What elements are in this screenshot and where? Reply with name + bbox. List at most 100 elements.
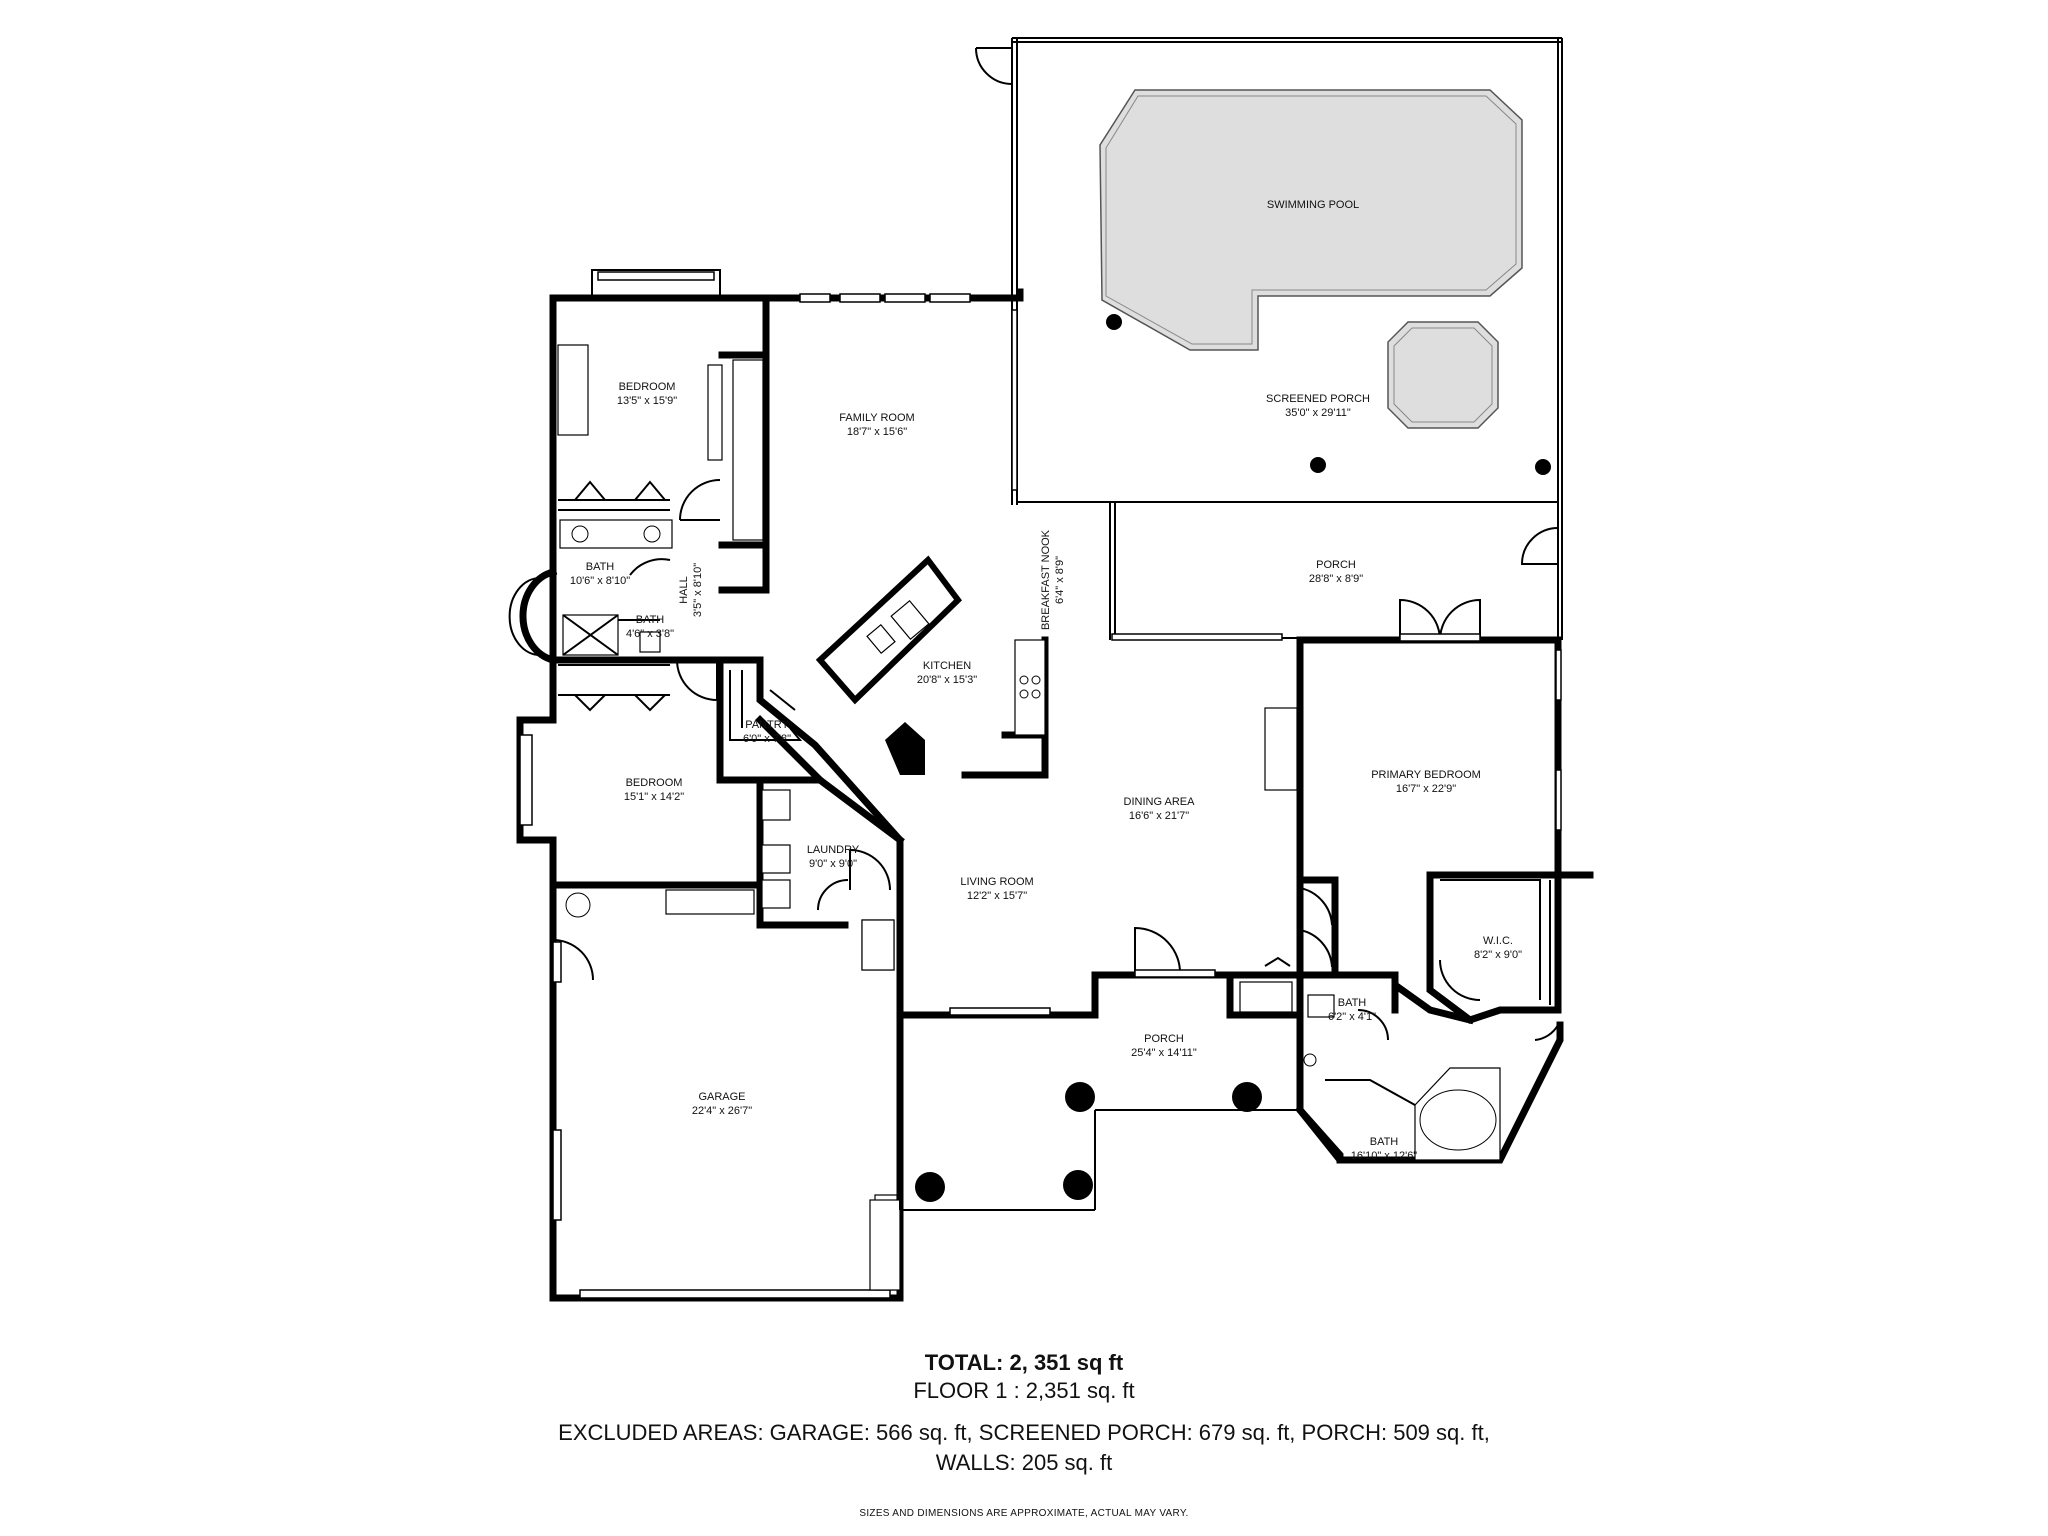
spa-inner — [1393, 327, 1493, 423]
svg-text:LAUNDRY: LAUNDRY — [807, 844, 860, 856]
kitchen-corner-counter — [885, 722, 925, 775]
bedroom-shelf — [707, 364, 723, 461]
label-kitchen: KITCHEN 20'8" x 15'3" — [917, 660, 977, 686]
laundry-sink — [761, 789, 791, 821]
svg-text:8'2" x 9'0": 8'2" x 9'0" — [1474, 949, 1522, 961]
svg-text:FAMILY ROOM: FAMILY ROOM — [839, 412, 914, 424]
water-heater-icon — [565, 892, 591, 918]
sink-icon — [571, 525, 589, 543]
range-icon — [1019, 675, 1041, 699]
label-bedroom-1: BEDROOM 13'5" x 15'9" — [617, 381, 677, 407]
label-garage: GARAGE 22'4" x 26'7" — [692, 1091, 752, 1117]
island-cooktop-icon — [890, 599, 930, 641]
svg-text:20'8" x 15'3": 20'8" x 15'3" — [917, 674, 977, 686]
excluded-areas-line-2: WALLS: 205 sq. ft — [935, 1450, 1113, 1475]
dining-hutch — [1264, 707, 1298, 791]
label-bedroom-2: BEDROOM 15'1" x 14'2" — [624, 777, 684, 803]
svg-text:35'0" x 29'11": 35'0" x 29'11" — [1285, 407, 1351, 419]
svg-text:W.I.C.: W.I.C. — [1483, 935, 1513, 947]
hall-closet — [1239, 981, 1293, 1013]
primary-bath-sink — [1303, 1053, 1317, 1067]
label-bath-3: BATH 6'2" x 4'1" — [1328, 997, 1376, 1023]
svg-text:DINING AREA: DINING AREA — [1124, 796, 1196, 808]
label-bath-2: BATH 4'6" x 3'8" — [626, 614, 674, 640]
svg-text:25'4" x 14'11": 25'4" x 14'11" — [1131, 1047, 1197, 1059]
svg-text:16'10" x 12'6": 16'10" x 12'6" — [1351, 1150, 1418, 1162]
label-pantry: PANTRY 6'0" x 7'8" — [743, 719, 791, 745]
svg-text:PORCH: PORCH — [1316, 559, 1356, 571]
dryer — [761, 879, 791, 909]
svg-text:12'2" x 15'7": 12'2" x 15'7" — [967, 890, 1027, 902]
bathtub — [1414, 1067, 1501, 1161]
swimming-pool-shape — [1099, 89, 1523, 351]
spa-shape — [1387, 321, 1499, 429]
svg-text:16'6" x 21'7": 16'6" x 21'7" — [1129, 810, 1189, 822]
svg-text:18'7" x 15'6": 18'7" x 15'6" — [847, 426, 907, 438]
label-hall: HALL 3'5" x 8'10" — [678, 563, 704, 617]
label-wic: W.I.C. 8'2" x 9'0" — [1474, 935, 1522, 961]
sink-icon-2 — [643, 525, 661, 543]
svg-text:PANTRY: PANTRY — [745, 719, 789, 731]
label-laundry: LAUNDRY 9'0" x 9'0" — [807, 844, 860, 870]
porch-post-2 — [1232, 1082, 1262, 1112]
floor-area: FLOOR 1 : 2,351 sq. ft — [913, 1378, 1135, 1403]
svg-text:9'0" x 9'0": 9'0" x 9'0" — [809, 858, 857, 870]
label-swimming-pool: SWIMMING POOL — [1267, 199, 1359, 211]
porch-post-1 — [1065, 1082, 1095, 1112]
svg-text:6'4" x 8'9": 6'4" x 8'9" — [1054, 556, 1066, 604]
excluded-areas-line-1: EXCLUDED AREAS: GARAGE: 566 sq. ft, SCRE… — [558, 1420, 1490, 1445]
svg-text:SWIMMING POOL: SWIMMING POOL — [1267, 199, 1359, 211]
bedroom-dresser — [557, 344, 589, 436]
svg-text:28'8" x 8'9": 28'8" x 8'9" — [1309, 573, 1363, 585]
swimming-pool-inner — [1105, 95, 1517, 345]
label-porch-front: PORCH 25'4" x 14'11" — [1131, 1033, 1197, 1059]
total-area: TOTAL: 2, 351 sq ft — [924, 1350, 1124, 1375]
bath3-sink — [1307, 994, 1335, 1018]
washer — [761, 844, 791, 874]
svg-text:6'2" x 4'1": 6'2" x 4'1" — [1328, 1011, 1376, 1023]
svg-text:3'5" x 8'10": 3'5" x 8'10" — [692, 563, 704, 617]
svg-text:GARAGE: GARAGE — [698, 1091, 745, 1103]
label-primary-bedroom: PRIMARY BEDROOM 16'7" x 22'9" — [1371, 769, 1481, 795]
label-dining-area: DINING AREA 16'6" x 21'7" — [1124, 796, 1196, 822]
porch-post-4 — [1063, 1170, 1093, 1200]
toilet — [639, 631, 661, 653]
svg-text:15'1" x 14'2": 15'1" x 14'2" — [624, 791, 684, 803]
label-porch-rear: PORCH 28'8" x 8'9" — [1309, 559, 1363, 585]
svg-text:BATH: BATH — [586, 561, 615, 573]
kitchen-sink-icon — [866, 623, 896, 655]
label-screened-porch: SCREENED PORCH 35'0" x 29'11" — [1266, 393, 1370, 419]
svg-text:PRIMARY BEDROOM: PRIMARY BEDROOM — [1371, 769, 1481, 781]
svg-text:HALL: HALL — [678, 576, 690, 604]
svg-text:PORCH: PORCH — [1144, 1033, 1184, 1045]
kitchen-island — [815, 555, 962, 705]
svg-text:10'6" x 8'10": 10'6" x 8'10" — [570, 575, 630, 587]
post-1 — [1106, 314, 1122, 330]
svg-text:BEDROOM: BEDROOM — [626, 777, 683, 789]
garage-workbench — [665, 889, 755, 915]
post-2 — [1310, 457, 1326, 473]
svg-text:LIVING ROOM: LIVING ROOM — [960, 876, 1033, 888]
svg-text:KITCHEN: KITCHEN — [923, 660, 971, 672]
kitchen-counter — [1014, 639, 1046, 736]
svg-text:22'4" x 26'7": 22'4" x 26'7" — [692, 1105, 752, 1117]
svg-text:SCREENED PORCH: SCREENED PORCH — [1266, 393, 1370, 405]
disclaimer: SIZES AND DIMENSIONS ARE APPROXIMATE, AC… — [859, 1508, 1189, 1519]
label-living-room: LIVING ROOM 12'2" x 15'7" — [960, 876, 1033, 902]
svg-text:13'5" x 15'9": 13'5" x 15'9" — [617, 395, 677, 407]
svg-text:BEDROOM: BEDROOM — [619, 381, 676, 393]
svg-text:BATH: BATH — [636, 614, 665, 626]
svg-text:4'6" x 3'8": 4'6" x 3'8" — [626, 628, 674, 640]
porch-post-3 — [915, 1172, 945, 1202]
svg-text:6'0" x 7'8": 6'0" x 7'8" — [743, 733, 791, 745]
svg-text:BATH: BATH — [1370, 1136, 1399, 1148]
svg-text:16'7" x 22'9": 16'7" x 22'9" — [1396, 783, 1456, 795]
house-walls — [508, 269, 1594, 1302]
label-breakfast-nook: BREAKFAST NOOK 6'4" x 8'9" — [1040, 529, 1066, 630]
screened-porch-enclosure — [975, 37, 1563, 640]
label-bath-1: BATH 10'6" x 8'10" — [570, 561, 630, 587]
area-summary: TOTAL: 2, 351 sq ft FLOOR 1 : 2,351 sq. … — [0, 1350, 2048, 1519]
family-room-cabinet — [732, 359, 764, 541]
svg-text:BREAKFAST NOOK: BREAKFAST NOOK — [1040, 529, 1052, 630]
